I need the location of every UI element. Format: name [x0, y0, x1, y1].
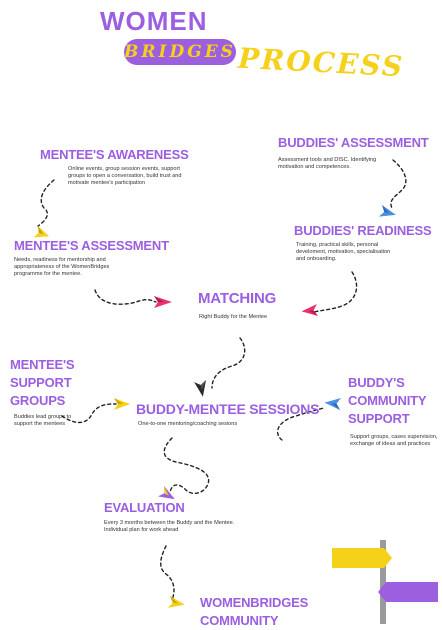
path-matching-to-sessions — [211, 337, 246, 389]
path-community-support-to-sessions — [277, 407, 325, 441]
step-buddies-readiness-heading: BUDDIES' READINESS — [294, 223, 432, 238]
step-buddies-assessment-text: Assessment tools and DISC. Identifying m… — [278, 157, 377, 171]
paper-plane-icon — [194, 380, 206, 397]
step-buddy-community-support-heading: BUDDY'S COMMUNITY SUPPORT — [348, 374, 427, 428]
paper-plane-icon — [154, 296, 172, 308]
heading-line: WOMENBRIDGES — [200, 595, 309, 610]
step-mentee-support-groups-text: Buddies lead groups to support the mente… — [14, 414, 72, 428]
paper-plane-icon — [301, 304, 318, 316]
step-evaluation-text: Every 3 months between the Buddy and the… — [104, 520, 235, 534]
step-matching-heading: MATCHING — [198, 290, 277, 307]
signpost-icon — [332, 540, 438, 624]
paper-plane-icon — [167, 596, 185, 608]
step-womenbridges-community-heading: WOMENBRIDGES COMMUNITY — [200, 594, 308, 630]
path-awareness-to-assessment — [37, 179, 55, 227]
path-sessions-to-evaluation — [163, 437, 210, 495]
paper-plane-icon — [378, 205, 396, 217]
paper-plane-icon — [33, 226, 50, 238]
title-bridges-pill: BRIDGES — [124, 39, 236, 65]
step-buddies-assessment-heading: BUDDIES' ASSESSMENT — [278, 135, 429, 150]
path-buddies-assessment-to-readiness — [390, 159, 407, 209]
step-buddy-community-support-text: Support groups, cases supervision, excha… — [350, 434, 438, 448]
path-evaluation-to-community — [160, 545, 175, 601]
heading-line: COMMUNITY — [200, 613, 279, 628]
step-mentee-awareness-text: Online events, group session events, sup… — [68, 166, 182, 187]
step-buddy-mentee-sessions-heading: BUDDY-MENTEE SESSIONS — [136, 401, 320, 417]
step-buddies-readiness-text: Training, practical skills, personal dev… — [296, 242, 391, 263]
step-mentee-assessment-heading: MENTEE'S ASSESSMENT — [14, 238, 169, 253]
path-readiness-to-matching — [313, 271, 358, 313]
paper-plane-icon — [324, 398, 342, 410]
step-buddy-mentee-sessions-text: One-to-one mentoring/coaching sesions — [138, 421, 238, 427]
paper-plane-icon — [158, 486, 175, 500]
heading-line: COMMUNITY — [348, 393, 427, 408]
step-evaluation-heading: EVALUATION — [104, 500, 185, 515]
step-matching-text: Right Buddy for the Mentee — [199, 314, 268, 320]
heading-line: BUDDY'S — [348, 375, 405, 390]
title-bridges: BRIDGES — [124, 42, 236, 62]
heading-line: SUPPORT — [348, 411, 410, 426]
path-support-groups-to-sessions — [61, 403, 117, 424]
step-mentee-support-groups-heading: MENTEE'S SUPPORT GROUPS — [10, 356, 75, 410]
heading-line: GROUPS — [10, 393, 66, 408]
paper-plane-icon — [114, 398, 130, 410]
title-women: WOMEN — [100, 6, 208, 36]
path-mentee-assessment-to-matching — [94, 289, 157, 305]
step-mentee-assessment-text: Needs, readiness for mentorship and appr… — [14, 257, 110, 278]
heading-line: MENTEE'S — [10, 357, 75, 372]
step-mentee-awareness-heading: MENTEE'S AWARENESS — [40, 147, 189, 162]
heading-line: SUPPORT — [10, 375, 72, 390]
